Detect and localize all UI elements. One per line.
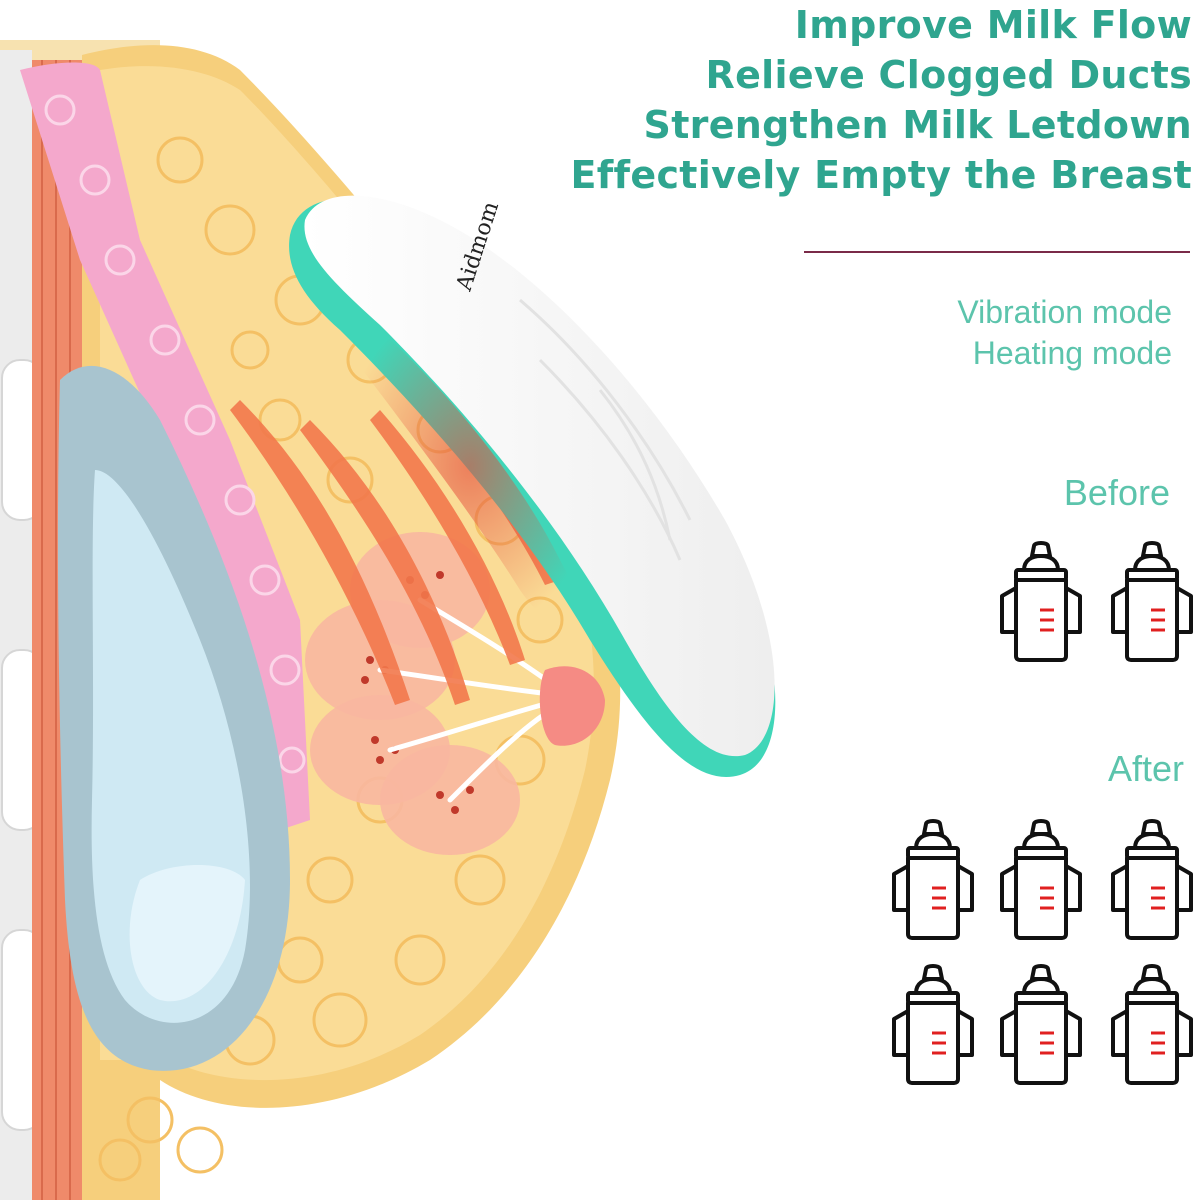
baby-bottle-icon [888, 963, 978, 1085]
mode-item: Vibration mode [957, 294, 1172, 330]
baby-bottle-icon [888, 818, 978, 940]
benefit-item: Relieve Clogged Ducts [705, 53, 1192, 97]
before-label: Before [1063, 472, 1170, 513]
divider [804, 251, 1190, 253]
baby-bottle-icon [1107, 963, 1197, 1085]
baby-bottle-icon [996, 963, 1086, 1085]
massager-device: Aidmom [289, 195, 776, 778]
mode-item: Heating mode [972, 335, 1172, 371]
benefit-item: Improve Milk Flow [794, 3, 1192, 47]
after-label: After [1107, 748, 1184, 789]
nipple [539, 666, 605, 746]
baby-bottle-icon [996, 540, 1086, 662]
baby-bottle-icon [996, 818, 1086, 940]
baby-bottle-icon [1107, 540, 1197, 662]
benefit-item: Strengthen Milk Letdown [643, 103, 1192, 147]
baby-bottle-icon [1107, 818, 1197, 940]
benefit-item: Effectively Empty the Breast [570, 153, 1192, 197]
benefits-list: Improve Milk Flow Relieve Clogged Ducts … [552, 0, 1192, 200]
modes-list: Vibration mode Heating mode [957, 292, 1172, 374]
